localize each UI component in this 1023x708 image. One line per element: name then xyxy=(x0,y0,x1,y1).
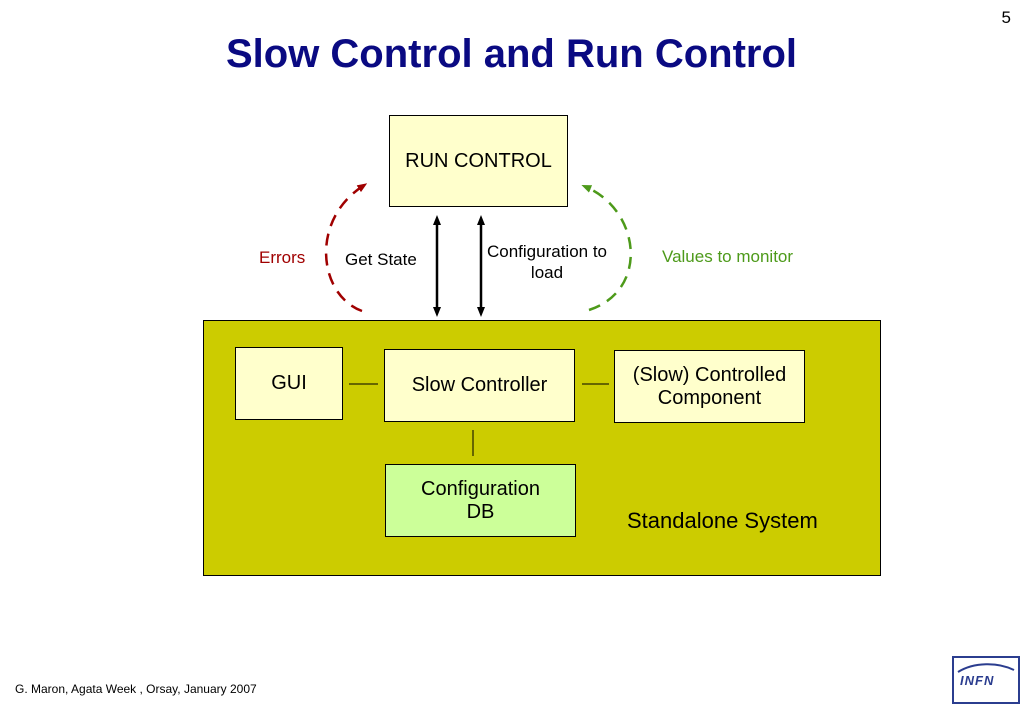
configuration-db-label: Configuration DB xyxy=(421,477,540,523)
infn-logo: INFN xyxy=(952,656,1020,704)
footer-text: G. Maron, Agata Week , Orsay, January 20… xyxy=(15,682,257,696)
logo-text: INFN xyxy=(960,673,995,688)
errors-label: Errors xyxy=(259,248,306,267)
get-state-label: Get State xyxy=(345,250,417,269)
slow-controller-label: Slow Controller xyxy=(411,374,548,396)
slow-controller-box: Slow Controller xyxy=(384,349,575,422)
errors-arrow xyxy=(324,183,368,313)
controlled-component-box: (Slow) Controlled Component xyxy=(614,350,805,423)
run-control-label: RUN CONTROL xyxy=(405,149,552,172)
controlled-component-label: (Slow) Controlled Component xyxy=(632,363,787,409)
logo-swoosh-icon xyxy=(957,663,1015,673)
values-to-monitor-label: Values to monitor xyxy=(662,247,794,266)
slide-title: Slow Control and Run Control xyxy=(225,32,798,76)
configuration-to-load-label: Configuration to load xyxy=(486,242,608,282)
configuration-db-box: Configuration DB xyxy=(385,464,576,537)
values-to-monitor-arrow xyxy=(581,185,633,312)
standalone-system-label: Standalone System xyxy=(627,508,818,533)
gui-label: GUI xyxy=(271,372,307,394)
gui-box: GUI xyxy=(235,347,343,420)
run-control-box: RUN CONTROL xyxy=(389,115,568,207)
page-number: 5 xyxy=(1001,8,1011,27)
